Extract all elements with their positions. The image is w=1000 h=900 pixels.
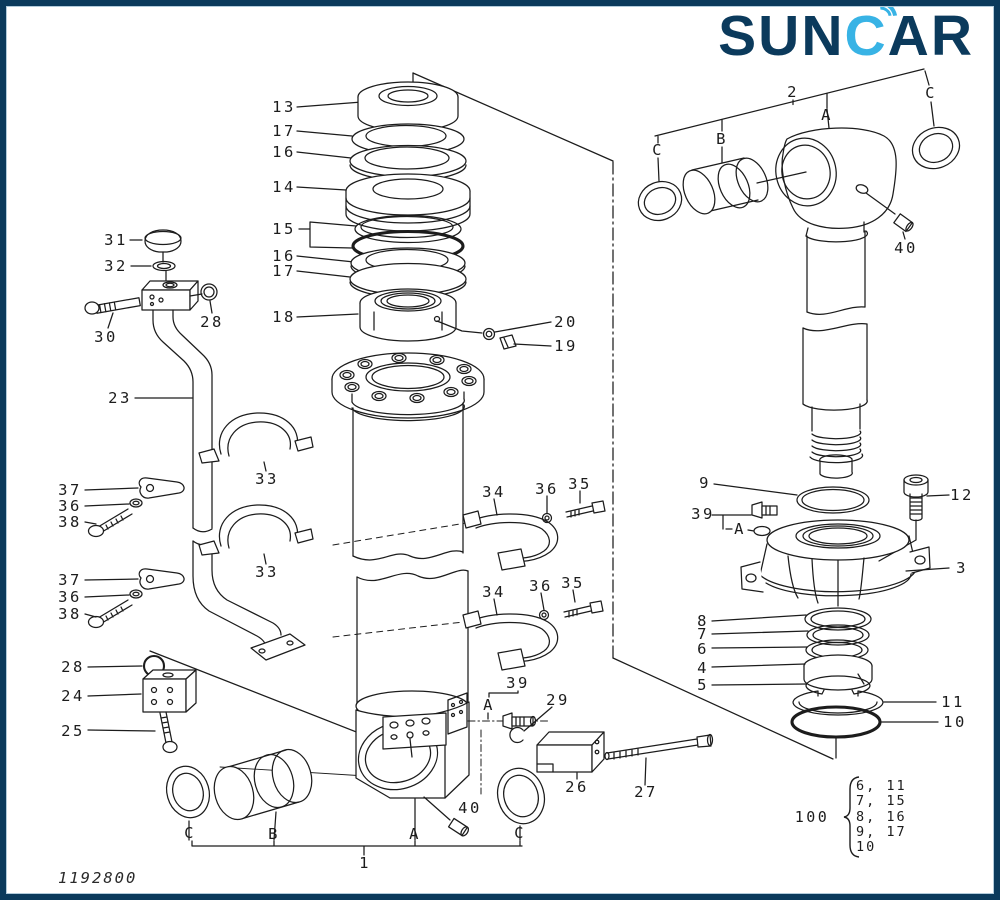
part-label-33: 33 (255, 563, 279, 581)
part-label-20: 20 (554, 313, 578, 331)
part-label-35: 35 (561, 574, 585, 592)
part-label-29: 29 (546, 691, 570, 709)
kit-item: 10 (856, 839, 877, 856)
part-label-17: 17 (272, 262, 296, 280)
bottom-eye-seals (165, 748, 546, 856)
part-label-38: 38 (58, 605, 82, 623)
part-label-16: 16 (272, 143, 296, 161)
seal-stack-leaders (296, 101, 363, 318)
part-label-1: 1 (359, 854, 371, 872)
part-label-6: 6 (697, 640, 709, 658)
piston-seal-stack (711, 607, 939, 739)
logo-text-sun: SUN (718, 4, 845, 68)
part-label-4: 4 (697, 659, 709, 677)
part-label-39: 39 (691, 505, 715, 523)
part-label-28: 28 (61, 658, 85, 676)
seal-stack (345, 81, 471, 342)
part-label-40: 40 (894, 239, 918, 257)
part-label-b: B (268, 825, 280, 843)
part-label-36: 36 (529, 577, 553, 595)
bolt-sets-37-36-38 (84, 477, 185, 629)
part-label-15: 15 (272, 220, 296, 238)
plug-19-ring-20 (436, 320, 552, 350)
part-label-a: A (821, 106, 833, 124)
part-label-b: B (716, 130, 728, 148)
kit-brace (843, 776, 860, 858)
part-label-c: C (652, 141, 664, 159)
part-label-3: 3 (956, 559, 968, 577)
part-label-25: 25 (61, 722, 85, 740)
part-label-5: 5 (697, 676, 709, 694)
part-label-32: 32 (104, 257, 128, 275)
part-label-38: 38 (58, 513, 82, 531)
part-label-31: 31 (104, 231, 128, 249)
part-label-a: A (409, 825, 421, 843)
part-label-16: 16 (272, 247, 296, 265)
kit-item: 8, 16 (856, 808, 907, 825)
part-label-26: 26 (565, 778, 589, 796)
kit-label-100: 100 (794, 808, 830, 826)
part-label-37: 37 (58, 481, 82, 499)
part-label-36: 36 (58, 588, 82, 606)
rod-eye-kit-2 (637, 68, 961, 479)
part-label-10: 10 (943, 713, 967, 731)
part-label-2: 2 (787, 83, 799, 101)
strap-clamps-34-36-35 (462, 490, 606, 671)
kit-item: 7, 15 (856, 793, 907, 810)
cylinder-bottom-block (355, 690, 470, 837)
axis-lines (149, 72, 837, 795)
pipe-clamps-33 (198, 412, 314, 565)
part-label-34: 34 (482, 483, 506, 501)
part-label-8: 8 (697, 612, 709, 630)
part-label-7: 7 (697, 625, 709, 643)
drawing-number: 1192800 (58, 869, 138, 887)
part-label-36: 36 (535, 480, 559, 498)
part-label-24: 24 (61, 687, 85, 705)
part-label-11: 11 (941, 693, 965, 711)
part-label-28: 28 (200, 313, 224, 331)
kit-item: 6, 11 (856, 778, 907, 794)
part-label-a: A (483, 696, 495, 714)
part-label-34: 34 (482, 583, 506, 601)
logo-letter-c: C (845, 0, 904, 65)
part-label-17: 17 (272, 122, 296, 140)
grease-fitting-40-top (893, 213, 914, 233)
valve-block-24-group (87, 654, 197, 754)
part-label-37: 37 (58, 571, 82, 589)
part-label-c: C (514, 824, 526, 842)
logo-text-ar: AR (887, 4, 974, 68)
part-label-c: C (184, 824, 196, 842)
part-label-35: 35 (568, 475, 592, 493)
part-label-40: 40 (458, 799, 482, 817)
part-label-19: 19 (554, 337, 578, 355)
kit-item: 9, 17 (856, 823, 907, 840)
grease-fitting-40-bottom (447, 817, 470, 837)
part-label-9: 9 (699, 474, 711, 492)
flange-bolt-holes (339, 352, 477, 404)
part-label-c: C (925, 84, 937, 102)
part-label-36: 36 (58, 497, 82, 515)
part-label-27: 27 (634, 783, 658, 801)
logo-letter-c-glyph: C (844, 4, 888, 68)
part-label-14: 14 (272, 178, 296, 196)
cylinder-barrel (331, 352, 485, 713)
mid-fasteners (467, 690, 714, 786)
head-group (711, 474, 950, 607)
part-label-30: 30 (94, 328, 118, 346)
part-label-18: 18 (272, 308, 296, 326)
valve-block-assembly (84, 229, 306, 661)
part-label-12: 12 (950, 486, 974, 504)
part-label-a: A (734, 520, 746, 538)
part-label-13: 13 (272, 98, 296, 116)
part-label-23: 23 (108, 389, 132, 407)
part-label-39: 39 (506, 674, 530, 692)
part-label-33: 33 (255, 470, 279, 488)
